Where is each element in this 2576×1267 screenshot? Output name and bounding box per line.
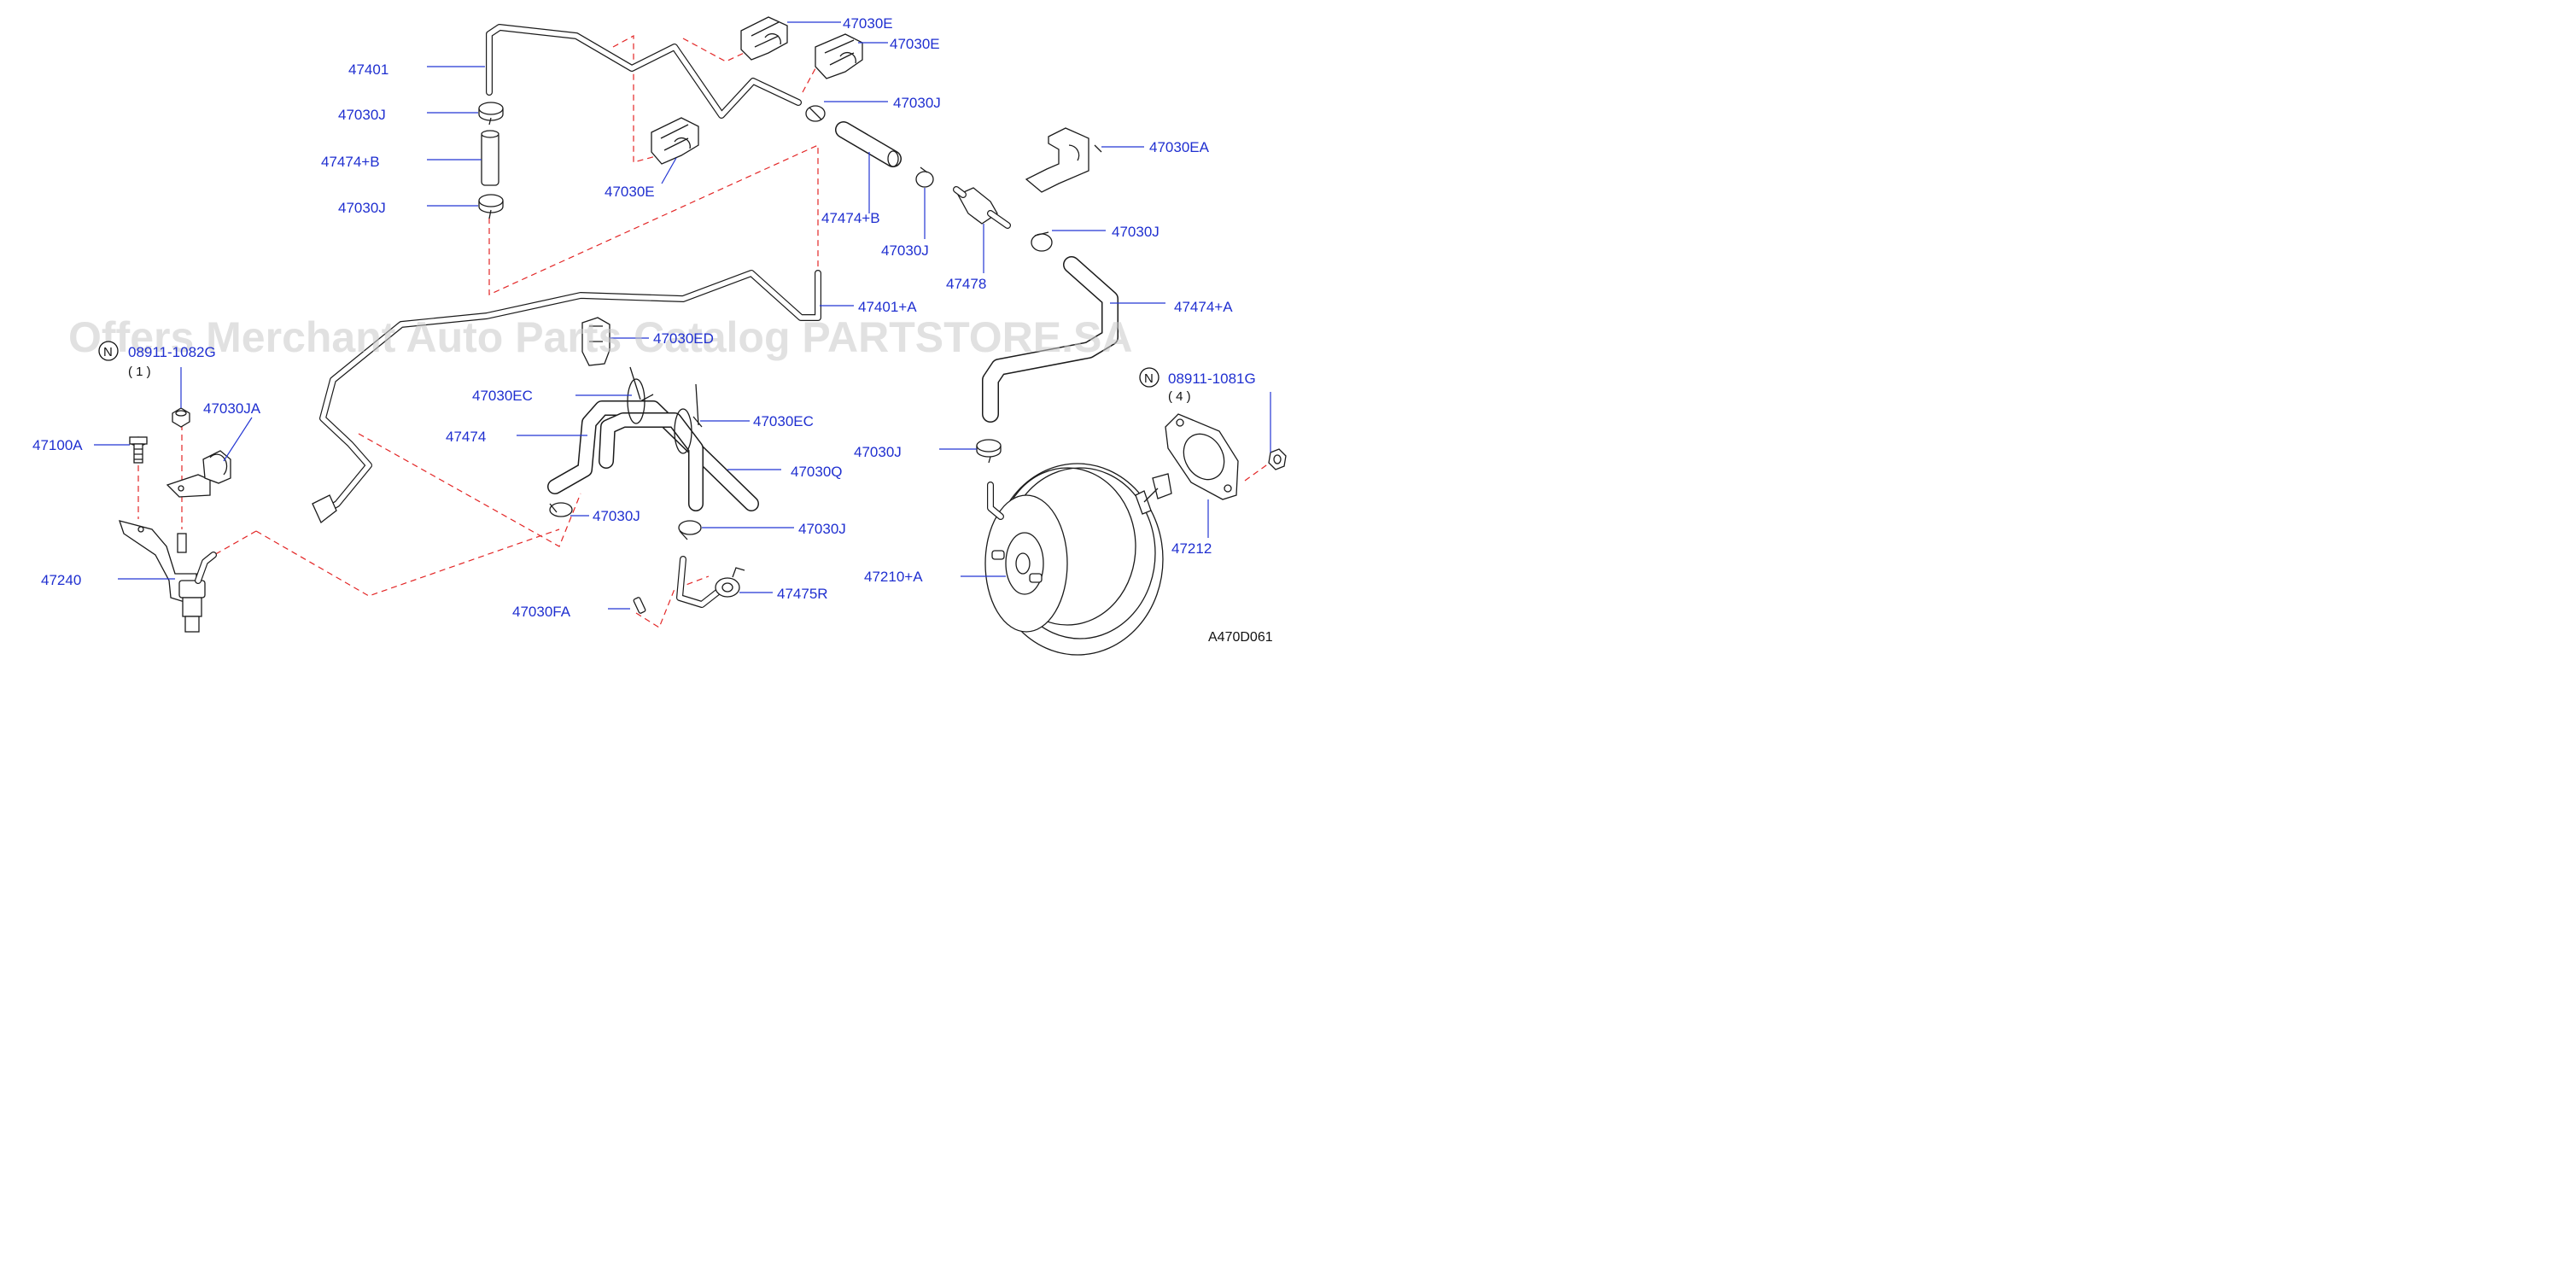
- nut-08911-1082G: [172, 407, 190, 428]
- vacuum-booster-parts-diagram: Offers Merchant Auto Parts Catalog PARTS…: [32, 15, 1287, 656]
- callout-47030FA[interactable]: 47030FA: [512, 604, 571, 620]
- hose-47474A: [982, 256, 1119, 423]
- clamp-47030J-upper-right: [805, 105, 826, 122]
- hose-47474B-left: [481, 130, 499, 186]
- callout-08911-1081G[interactable]: 08911-1081G: [1168, 371, 1256, 387]
- callout-47030J-2[interactable]: 47030J: [338, 200, 386, 216]
- leader-lines: [94, 21, 1271, 610]
- clip-47030E-top-1: [740, 16, 788, 61]
- clamp-47030J-right-3: [1031, 231, 1053, 252]
- callout-47474[interactable]: 47474: [446, 429, 486, 445]
- callout-47030E-1[interactable]: 47030E: [843, 15, 893, 32]
- clip-47030E-top-2: [815, 33, 863, 79]
- callout-47210A[interactable]: 47210+A: [864, 569, 923, 585]
- callout-47030E-2[interactable]: 47030E: [890, 36, 940, 52]
- callout-47030J-7[interactable]: 47030J: [798, 521, 846, 537]
- clamp-47030J-booster: [976, 439, 1002, 464]
- nut-08911-1081G: [1268, 448, 1287, 470]
- callout-47030J-5[interactable]: 47030J: [1112, 224, 1159, 240]
- clamp-47030EC-2: [674, 383, 703, 454]
- callout-47030ED[interactable]: 47030ED: [653, 330, 714, 347]
- callout-47030JA[interactable]: 47030JA: [203, 400, 261, 417]
- callout-47030J-6[interactable]: 47030J: [593, 508, 640, 524]
- clamp-47030EC-1: [627, 366, 654, 424]
- sensor-bracket-47240: [119, 520, 217, 633]
- tube-47401: [486, 24, 802, 119]
- pin-47030FA: [633, 597, 646, 614]
- brake-booster-47210A: [984, 463, 1172, 656]
- callout-47030J-8[interactable]: 47030J: [854, 444, 902, 460]
- fitting-47475R: [676, 556, 745, 608]
- callout-47030Q[interactable]: 47030Q: [791, 464, 843, 480]
- clip-47030E-middle: [651, 117, 699, 165]
- callout-47240[interactable]: 47240: [41, 572, 81, 588]
- note-symbol-left: N: [98, 341, 119, 361]
- gasket-47212: [1165, 413, 1239, 500]
- part-drawings: [119, 16, 1287, 656]
- bracket-47030EA: [1025, 127, 1102, 193]
- quantity-note-right: ( 4 ): [1168, 389, 1191, 404]
- bolt-47100A: [129, 436, 148, 464]
- valve-47478: [953, 186, 1011, 229]
- clip-47030JA: [166, 450, 231, 498]
- callout-47401[interactable]: 47401: [348, 61, 388, 78]
- watermark-text: Offers Merchant Auto Parts Catalog PARTS…: [68, 313, 1132, 361]
- quantity-note-left: ( 1 ): [128, 365, 151, 379]
- clamp-47030J-upper-left: [478, 102, 504, 126]
- callout-47030EC-2[interactable]: 47030EC: [753, 413, 814, 429]
- hose-47474B-right: [835, 121, 902, 167]
- note-symbol-left-letter: N: [103, 345, 113, 359]
- callout-47030J-3[interactable]: 47030J: [893, 95, 941, 111]
- assembly-dashed-lines: [137, 34, 1273, 628]
- callout-47474B-2[interactable]: 47474+B: [821, 210, 880, 226]
- note-symbol-right: N: [1139, 367, 1159, 388]
- callout-47030J-4[interactable]: 47030J: [881, 242, 929, 259]
- clamp-47030J-center-right: [678, 520, 702, 540]
- callout-labels: 47401 47030J 47474+B 47030J 47030E 47030…: [32, 15, 1256, 620]
- callout-47212[interactable]: 47212: [1171, 540, 1212, 557]
- callout-47100A[interactable]: 47100A: [32, 437, 83, 453]
- callout-47474B-1[interactable]: 47474+B: [321, 154, 380, 170]
- callout-47030E-3[interactable]: 47030E: [605, 184, 655, 200]
- clamp-47030J-right-2: [915, 166, 934, 188]
- callout-47030J-1[interactable]: 47030J: [338, 107, 386, 123]
- callout-47401A[interactable]: 47401+A: [858, 299, 917, 315]
- hose-assembly-47474: [547, 400, 759, 511]
- callout-47030EC-1[interactable]: 47030EC: [472, 388, 533, 404]
- connector-47030ED: [581, 317, 610, 366]
- callout-47475R[interactable]: 47475R: [777, 586, 828, 602]
- figure-reference-code: A470D061: [1208, 630, 1273, 645]
- callout-47478[interactable]: 47478: [946, 276, 986, 292]
- note-symbol-right-letter: N: [1144, 371, 1154, 386]
- callout-47030EA[interactable]: 47030EA: [1149, 139, 1210, 155]
- callout-47474A[interactable]: 47474+A: [1174, 299, 1233, 315]
- tube-47401A: [312, 270, 821, 524]
- clamp-47030J-center-left: [549, 502, 573, 517]
- clamp-47030J-lower-left: [478, 194, 504, 219]
- callout-08911-1082G[interactable]: 08911-1082G: [128, 344, 216, 360]
